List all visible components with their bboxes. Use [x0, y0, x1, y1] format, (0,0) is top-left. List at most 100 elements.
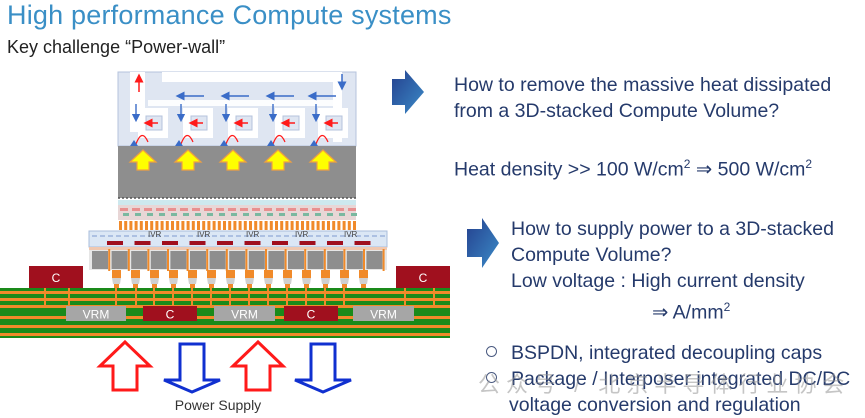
callout-arrow-power — [467, 218, 499, 268]
ivr-element — [244, 241, 261, 245]
interposer-via — [108, 249, 111, 271]
slide-title: High performance Compute systems — [7, 0, 452, 30]
hot-flow-curve — [135, 134, 149, 145]
current-density-unit: ⇒ A/mm — [652, 301, 724, 324]
tsv — [280, 221, 284, 230]
tsv — [275, 221, 278, 230]
pcb-via — [433, 288, 435, 306]
ivr-element — [327, 241, 343, 245]
tsv — [191, 221, 195, 230]
tsv — [321, 221, 325, 230]
bump — [283, 270, 292, 278]
pcb-via — [248, 288, 250, 306]
layer-trace — [204, 208, 212, 211]
bump-pad — [171, 284, 176, 288]
tsv — [202, 221, 206, 230]
layer-trace — [156, 208, 164, 211]
heat-density: Heat density >> 100 W/cm2 ⇒ 500 W/cm2 — [454, 151, 812, 183]
pcb-via — [404, 288, 406, 306]
decoupling-cap — [396, 266, 450, 288]
ivr-element — [217, 241, 233, 245]
layer-trace — [324, 208, 332, 211]
heat-question-line2: from a 3D-stacked Compute Volume? — [454, 100, 780, 122]
power-low-voltage: Low voltage : High current density — [511, 270, 805, 292]
interposer-block — [170, 251, 187, 269]
bump-solder — [340, 278, 349, 284]
bump-solder — [302, 278, 311, 284]
cooling-manifold — [117, 71, 357, 147]
interposer-block — [209, 251, 226, 269]
layer-trace — [228, 208, 236, 211]
decoupling-cap — [284, 306, 338, 321]
hot-flow-curve — [225, 134, 239, 145]
interposer-block — [190, 251, 206, 269]
pcb-via — [191, 288, 193, 306]
bump-pad — [247, 284, 252, 288]
interposer-block — [366, 251, 383, 269]
hot-flow-curve — [180, 134, 194, 145]
layer-trace — [243, 213, 249, 216]
tsv — [186, 221, 190, 230]
interposer-block — [307, 251, 324, 269]
layer-trace — [180, 208, 188, 211]
tsv — [217, 221, 221, 230]
layer-trace — [216, 208, 224, 211]
tsv — [269, 221, 273, 230]
layer-trace — [183, 213, 189, 216]
layer-trace — [171, 213, 177, 216]
bump — [131, 270, 140, 278]
pcb-via — [172, 288, 174, 306]
tsv — [150, 221, 154, 230]
pcb-via — [324, 288, 326, 306]
power-question-line2: Compute Volume? — [511, 244, 672, 266]
bump-pad — [266, 284, 271, 288]
bullet-bspdn: BSPDN, integrated decoupling caps — [486, 340, 822, 366]
layer-trace — [288, 208, 296, 211]
bump-pad — [228, 284, 233, 288]
layer-trace — [336, 208, 344, 211]
stacked-layers — [118, 200, 357, 230]
ivr-element — [189, 241, 206, 245]
tsv — [306, 221, 310, 230]
layer-trace — [348, 208, 356, 211]
tsv — [353, 221, 356, 230]
bullet-circle-icon — [486, 372, 497, 383]
bump — [207, 270, 216, 278]
interposer-block — [327, 251, 344, 269]
interposer-via — [147, 249, 150, 271]
tsv — [285, 221, 289, 230]
superscript: 2 — [683, 157, 691, 171]
power-current-density: ⇒ A/mm2 — [652, 294, 730, 326]
bump — [264, 270, 273, 278]
layer-trace — [300, 208, 308, 211]
pcb-trace — [0, 291, 450, 294]
tsv — [332, 221, 336, 230]
tsv — [259, 221, 263, 230]
bullet-circle-icon — [486, 346, 497, 357]
vrm — [353, 306, 414, 321]
heat-arrow-icon — [128, 149, 158, 171]
bullet-dcdc-continued: voltage conversion and regulation — [509, 394, 801, 416]
bump-pad — [285, 284, 290, 288]
interposer-block — [248, 251, 265, 269]
decoupling-cap-label: C — [419, 271, 428, 285]
bump-solder — [283, 278, 292, 284]
bullet-text: BSPDN, integrated decoupling caps — [511, 342, 823, 364]
ivr-element — [134, 241, 151, 245]
interposer-via — [304, 249, 307, 271]
bump — [321, 270, 330, 278]
interposer-via — [284, 249, 287, 271]
layer-trace — [240, 208, 248, 211]
tsv — [223, 221, 226, 230]
tsv — [238, 221, 242, 230]
tsv — [197, 221, 200, 230]
tsv — [181, 221, 185, 230]
power-supply-label: Power Supply — [175, 397, 261, 413]
pcb-via — [135, 288, 137, 306]
power-in-arrow-icon — [96, 339, 154, 392]
layer-trace — [207, 213, 213, 216]
interposer-via — [245, 249, 248, 271]
bump — [112, 270, 121, 278]
